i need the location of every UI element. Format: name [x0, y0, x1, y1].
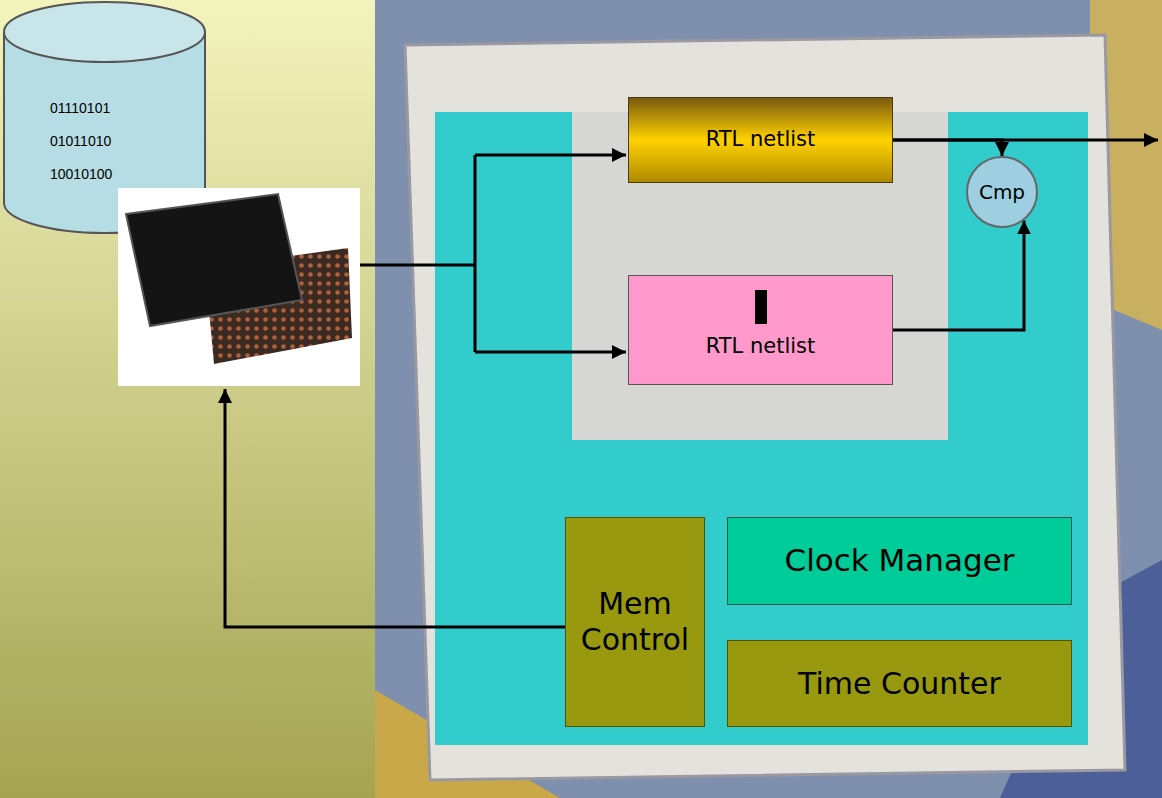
cylinder-outline	[2, 0, 207, 235]
data-value: 01011010	[50, 125, 111, 158]
box-label: Cmp	[979, 180, 1025, 204]
data-value: 01110101	[50, 92, 110, 125]
box-label: RTL netlist	[706, 334, 816, 359]
process-box: RTL netlist	[628, 275, 893, 385]
photo-background	[375, 0, 1162, 798]
process-box: RTL netlist	[628, 97, 893, 183]
wire	[475, 154, 626, 157]
box-label: RTL netlist	[706, 127, 816, 152]
box-label: Mem Control	[572, 586, 698, 658]
compare-circle: Cmp	[966, 156, 1038, 228]
time-counter-box: Time Counter	[727, 640, 1072, 727]
fpga-package	[405, 35, 1125, 780]
wire	[225, 389, 565, 627]
box-label: Time Counter	[798, 666, 1001, 702]
clock-manager-box: Clock Manager	[727, 517, 1072, 605]
wire	[474, 155, 477, 352]
connector-arrow	[893, 220, 1024, 330]
data-value: 10010100	[50, 158, 112, 191]
chip-photo-frame	[118, 188, 360, 386]
wire	[360, 264, 475, 267]
database-cylinder: 011101010101101010010100	[2, 0, 207, 235]
box-label: Clock Manager	[785, 542, 1015, 579]
fault-marker	[755, 290, 767, 324]
chip-front	[126, 194, 302, 326]
memory-controller-box: Mem Control	[565, 517, 705, 727]
left-background	[0, 0, 375, 798]
fpga-panel	[435, 112, 1088, 745]
cylinder-top	[4, 2, 205, 62]
wire	[475, 351, 626, 354]
connector-arrow	[893, 140, 1002, 156]
